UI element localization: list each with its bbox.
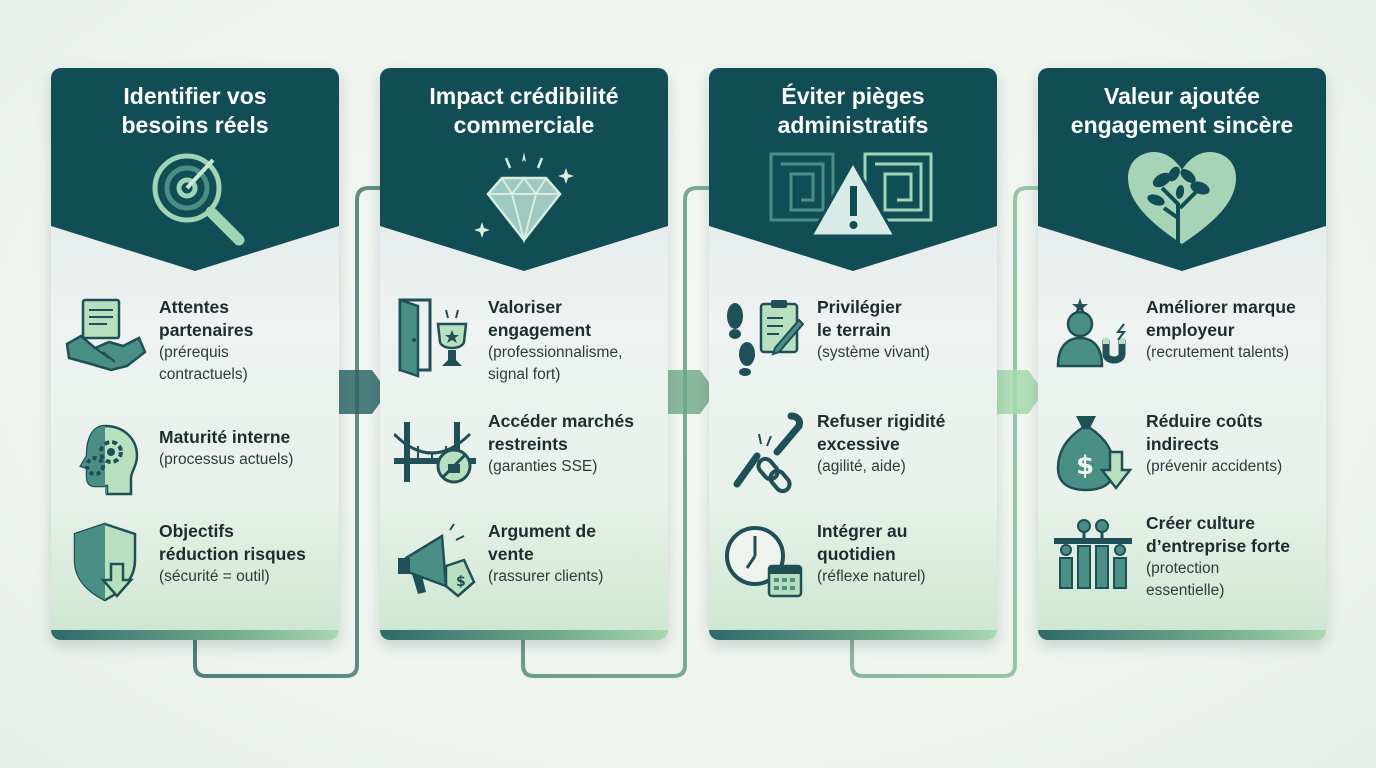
svg-text:$: $: [1076, 451, 1094, 481]
bridge-lock-icon: [394, 422, 476, 484]
item-attentes-partenaires: Attentes partenaires (prérequis contract…: [65, 296, 335, 388]
item-objectifs-reduction: Objectifs réduction risques (sécurité = …: [65, 520, 335, 612]
item-title: Créer culture d’entreprise forte: [1146, 513, 1290, 556]
item-title: Attentes partenaires: [159, 297, 254, 340]
svg-text:$: $: [456, 574, 466, 590]
item-subtitle: (protection essentielle): [1146, 560, 1225, 599]
item-maturite-interne: Maturité interne (processus actuels): [65, 420, 335, 512]
target-magnifier-icon: [152, 153, 245, 246]
connector-1-2: [193, 186, 382, 678]
card-eviter-pieges: Éviter pièges administratifs Privilég: [709, 68, 997, 640]
item-title: Réduire coûts indirects: [1146, 411, 1263, 454]
item-ameliorer-marque: Améliorer marque employeur (recrutement …: [1052, 296, 1322, 388]
maze-warning-icon: [769, 152, 933, 238]
clock-calendar-icon: [725, 526, 803, 598]
item-privilegier-terrain: Privilégier le terrain (système vivant): [723, 296, 993, 388]
item-title: Objectifs réduction risques: [159, 521, 306, 564]
handshake-contract-icon: [65, 298, 147, 372]
arrow-3-4: [992, 370, 1044, 414]
card-title: Identifier vos besoins réels: [121, 83, 269, 138]
broken-chain-icon: [733, 412, 803, 494]
card-title: Impact crédibilité commerciale: [429, 83, 619, 138]
item-title: Argument de vente: [488, 521, 596, 564]
arrow-1-2: [336, 370, 388, 414]
item-reduire-couts: $ Réduire coûts indirects (prévenir acci…: [1052, 411, 1322, 504]
item-subtitle: (prévenir accidents): [1146, 458, 1283, 475]
item-argument-vente: $ Argument de vente (rassurer clients): [394, 520, 664, 612]
card-title: Valeur ajoutée engagement sincère: [1070, 83, 1294, 138]
card-valeur-ajoutee: Valeur ajoutée engagement sincère Amélio…: [1038, 68, 1326, 640]
item-title: Accéder marchés restreints: [488, 411, 634, 454]
card-impact-credibilite: Impact crédibilité commerciale Valoriser…: [380, 68, 668, 640]
item-subtitle: (réflexe naturel): [817, 568, 926, 585]
item-subtitle: (recrutement talents): [1146, 344, 1289, 361]
flow-arrows: [336, 370, 1044, 414]
item-subtitle: (professionnalisme, signal fort): [488, 344, 623, 383]
diamond-sparkle-icon: [474, 152, 574, 244]
heart-tree-icon: [1128, 152, 1236, 244]
item-title: Améliorer marque employeur: [1146, 297, 1296, 340]
item-integrer-quotidien: Intégrer au quotidien (réflexe naturel): [723, 520, 993, 612]
item-title: Maturité interne: [159, 427, 291, 447]
item-acceder-marches: Accéder marchés restreints (garanties SS…: [394, 411, 664, 504]
shield-down-arrow-icon: [73, 522, 137, 602]
door-trophy-icon: [398, 298, 468, 378]
item-title: Valoriser engagement: [488, 297, 592, 340]
item-title: Intégrer au quotidien: [817, 521, 908, 564]
item-refuser-rigidite: Refuser rigidité excessive (agilité, aid…: [723, 411, 993, 504]
item-title: Refuser rigidité excessive: [817, 411, 946, 454]
item-subtitle: (système vivant): [817, 344, 930, 361]
item-valoriser-engagement: Valoriser engagement (professionnalisme,…: [394, 296, 664, 388]
item-title: Privilégier le terrain: [817, 297, 902, 340]
team-protection-icon: [1054, 519, 1132, 589]
footprints-clipboard-icon: [727, 300, 805, 376]
item-creer-culture: Créer culture d’entreprise forte (protec…: [1052, 513, 1322, 608]
connector-3-4: [850, 186, 1040, 678]
item-subtitle: (prérequis contractuels): [159, 344, 248, 383]
megaphone-tag-icon: $: [398, 523, 476, 598]
money-bag-down-icon: $: [1056, 416, 1133, 492]
item-subtitle: (garanties SSE): [488, 458, 598, 475]
arrow-2-3: [664, 370, 716, 414]
item-subtitle: (agilité, aide): [817, 458, 906, 475]
connector-2-3: [521, 186, 710, 678]
card-title: Éviter pièges administratifs: [777, 83, 929, 138]
person-magnet-icon: [1056, 298, 1126, 368]
card-identifier-besoins: Identifier vos besoins réels Attentes pa…: [51, 68, 339, 640]
head-gears-icon: [79, 424, 139, 496]
item-subtitle: (processus actuels): [159, 451, 294, 468]
item-subtitle: (sécurité = outil): [159, 568, 270, 585]
item-subtitle: (rassurer clients): [488, 568, 604, 585]
